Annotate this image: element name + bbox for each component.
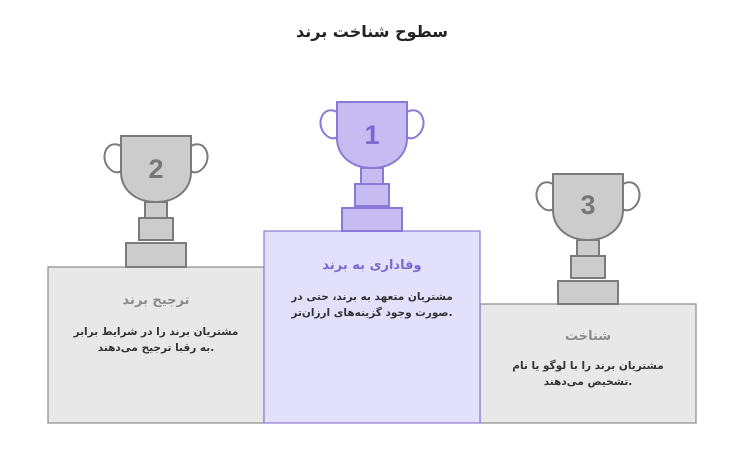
level-description-line: مشتریان برند را در شرایط برابر [73, 326, 239, 338]
level-title-third: شناخت [564, 329, 612, 344]
trophy-icon-third [535, 173, 641, 305]
rank-number-third: 3 [580, 190, 595, 220]
trophy-icon-second [103, 135, 209, 268]
podium-block-first [263, 230, 481, 424]
level-first-text: وفاداری به برند مشتریان متعهد به برند، ح… [274, 258, 470, 321]
podium-block-third [479, 303, 697, 424]
trophy-icon-first [319, 101, 425, 232]
rank-number-second: 2 [148, 154, 163, 184]
level-description-third: مشتریان برند را با لوگو یا نام .تشخیص می… [490, 358, 686, 390]
level-description-second: مشتریان برند را در شرایط برابر .به رقبا … [58, 324, 254, 356]
level-description-line: .به رقبا ترجیح می‌دهند [97, 342, 215, 354]
level-third-text: شناخت مشتریان برند را با لوگو یا نام .تش… [490, 329, 686, 390]
level-description-line: مشتریان متعهد به برند، حتی در [291, 291, 453, 303]
level-title-second: ترجیح برند [122, 293, 190, 308]
diagram-title: سطوح شناخت برند [296, 22, 448, 41]
level-second-text: ترجیح برند مشتریان برند را در شرایط براب… [58, 293, 254, 356]
level-description-line: مشتریان برند را با لوگو یا نام [512, 360, 664, 372]
level-description-first: مشتریان متعهد به برند، حتی در .صورت وجود… [274, 289, 470, 321]
level-title-first: وفاداری به برند [322, 258, 422, 273]
rank-number-first: 1 [364, 120, 379, 150]
level-description-line: .تشخیص می‌دهند [543, 376, 633, 388]
level-description-line: .صورت وجود گزینه‌های ارزان‌تر [291, 307, 453, 319]
